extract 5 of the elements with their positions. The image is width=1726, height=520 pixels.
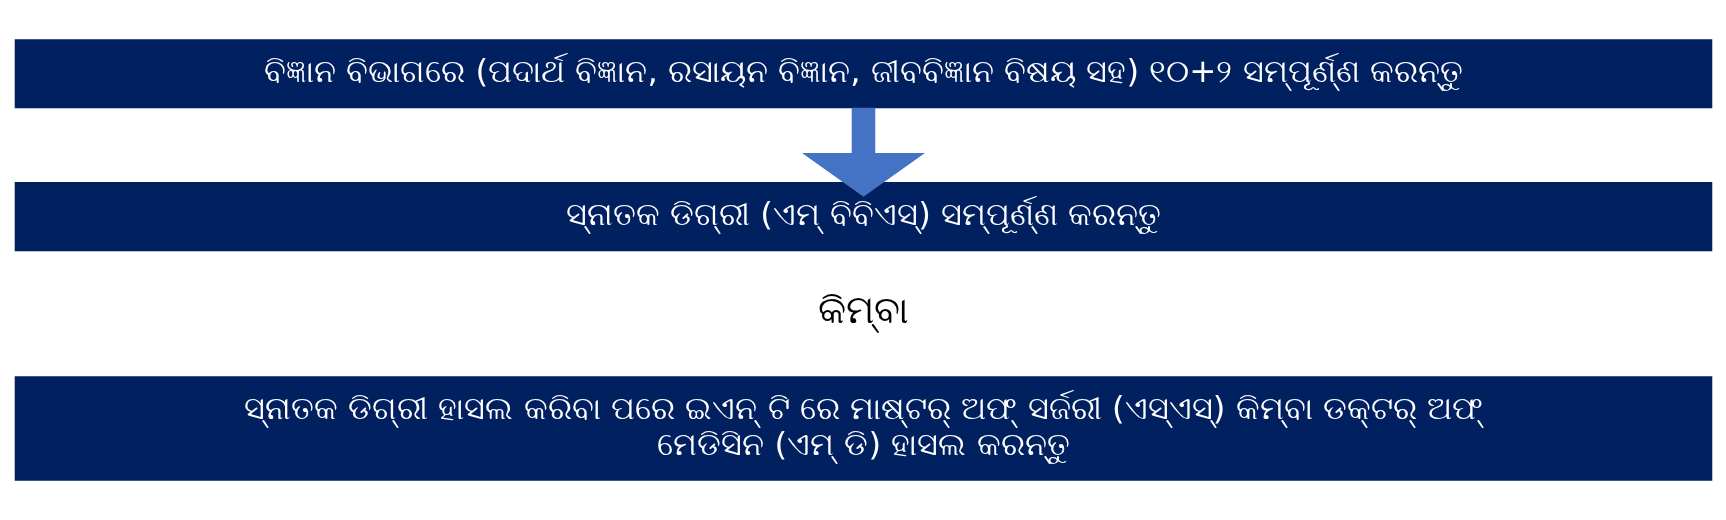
node-box: ସ୍ନାତକ ଡିଗ୍ରୀ ହାସଲ କରିବା ପରେ ଇଏନ୍ ଟି ରେ ମାଷ୍ଟର୍ ଅଫ୍ ସର୍ଜରୀ (ଏସ୍ଏସ୍) କିମ୍ବା ଡକ୍ଟର୍ ଅଫ୍ ମେଡିସିନ (ଏମ୍ ଡି) ହାସଲ କରନ୍ତୁ — [14, 376, 1712, 481]
arrow — [801, 107, 925, 197]
node-box: ବିଜ୍ଞାନ ବିଭାଗରେ (ପଦାର୍ଥ ବିଜ୍ଞାନ, ରସାୟନ ବିଜ୍ଞାନ, ଜୀବବିଜ୍ଞାନ ବିଷୟ ସହ) ୧୦+୨ ସମ୍ପୂର୍ଣ୍ଣ କରନ୍ତୁ — [14, 39, 1712, 109]
label: କିମ୍ବା — [817, 287, 909, 333]
node-box: ସ୍ନାତକ ଡିଗ୍ରୀ (ଏମ୍ ବିବିଏସ୍) ସମ୍ପୂର୍ଣ୍ଣ କରନ୍ତୁ — [14, 181, 1712, 252]
